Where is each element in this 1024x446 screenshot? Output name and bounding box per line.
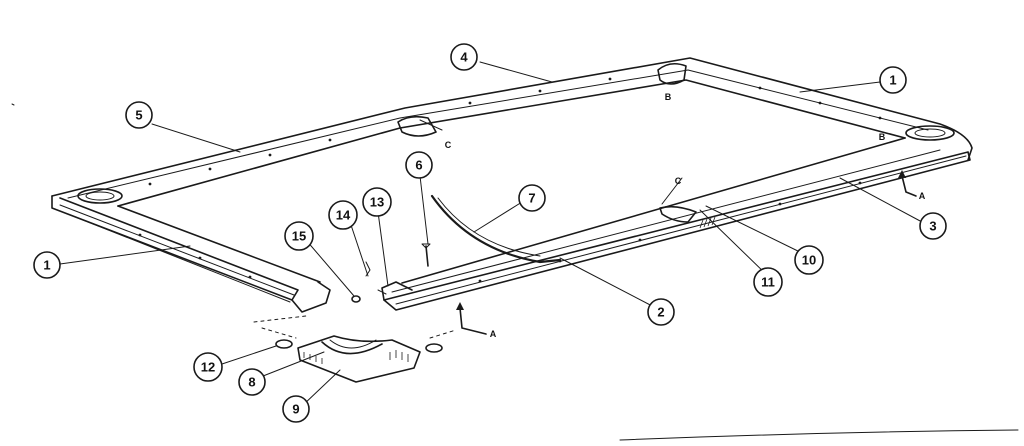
callout-3: 3	[919, 212, 947, 240]
callout-4: 4	[450, 43, 478, 71]
callout-1-left: 1	[33, 251, 61, 279]
svg-text:7: 7	[528, 191, 535, 206]
pocket-casting	[297, 335, 421, 383]
leader-lines	[59, 61, 923, 407]
callout-9: 9	[282, 395, 310, 423]
base-line	[619, 429, 1019, 441]
section-label-c-front: C	[675, 176, 682, 186]
svg-text:1: 1	[43, 258, 50, 273]
rail-outer-edge	[51, 57, 973, 197]
svg-text:4: 4	[460, 50, 468, 65]
svg-text:12: 12	[201, 360, 215, 375]
callout-5: 5	[125, 101, 153, 129]
section-label-b-right: B	[879, 132, 886, 142]
playing-surface-edge	[117, 79, 906, 207]
small-hardware	[351, 261, 387, 303]
callout-12: 12	[193, 352, 223, 382]
svg-text:10: 10	[802, 253, 816, 268]
rail-hatch	[699, 216, 716, 229]
svg-text:13: 13	[370, 195, 384, 210]
side-pocket-front	[659, 205, 697, 223]
svg-text:1: 1	[889, 73, 896, 88]
sight-markers	[138, 77, 882, 283]
pocket-hatch	[303, 350, 409, 364]
callout-1-right: 1	[879, 66, 907, 94]
svg-text:15: 15	[292, 229, 306, 244]
svg-text:9: 9	[292, 402, 299, 417]
section-arrows	[456, 170, 917, 335]
callout-10: 10	[794, 245, 824, 275]
section-label-c-back: C	[445, 140, 452, 150]
callout-8: 8	[238, 368, 266, 396]
svg-text:11: 11	[761, 275, 775, 290]
svg-text:14: 14	[336, 208, 351, 223]
callout-13: 13	[362, 187, 392, 217]
table-frame	[51, 57, 973, 313]
dowel-pin-left	[275, 339, 293, 349]
corner-pocket-left	[77, 188, 123, 204]
svg-text:2: 2	[657, 305, 664, 320]
callout-7: 7	[518, 184, 546, 212]
svg-text:8: 8	[248, 375, 255, 390]
dowel-pin-right	[425, 343, 443, 353]
callout-11: 11	[753, 267, 783, 297]
section-label-a-right: A	[919, 191, 926, 201]
pocket-liner-assembly	[253, 315, 457, 383]
rail-inner-edge	[67, 69, 929, 199]
side-pocket-back	[397, 115, 437, 137]
svg-text:3: 3	[929, 219, 936, 234]
front-side-rail	[383, 151, 971, 311]
callout-14: 14	[328, 200, 358, 230]
section-label-b-back: B	[665, 92, 672, 102]
pockets	[77, 62, 955, 223]
cushion-rubber	[430, 194, 562, 264]
playing-surface-front	[117, 137, 906, 284]
callout-2: 2	[647, 298, 675, 326]
section-label-a-front: A	[490, 329, 497, 339]
corner-pocket-right	[905, 125, 955, 141]
callout-15: 15	[284, 221, 314, 251]
bolt-screw	[421, 243, 431, 267]
corner-pocket-back	[657, 62, 687, 85]
callout-6: 6	[405, 151, 433, 179]
svg-text:5: 5	[135, 108, 142, 123]
svg-text:6: 6	[415, 158, 422, 173]
